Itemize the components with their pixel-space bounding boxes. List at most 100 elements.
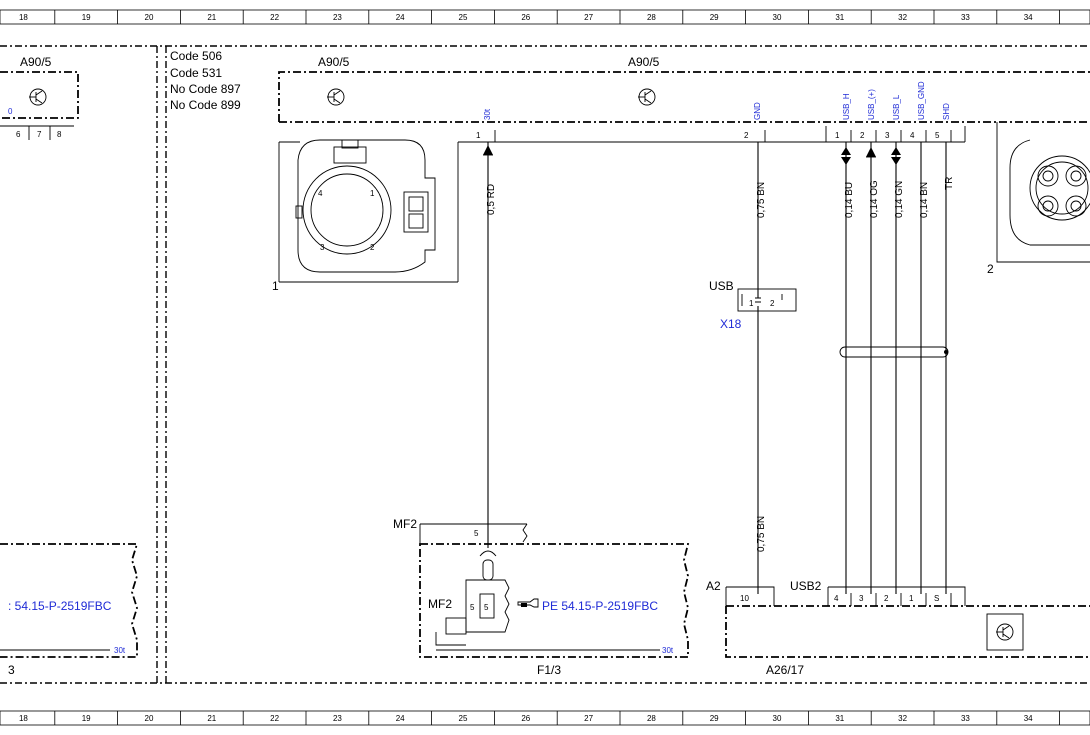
wire-30t[interactable]: 0,5 RD <box>483 142 497 530</box>
wire-usb-gnd[interactable]: 0,14 BN <box>919 142 930 594</box>
main-pin-number: 2 <box>860 131 865 140</box>
ruler-column-number: 30 <box>773 13 782 22</box>
connector-pin: 2 <box>370 243 375 252</box>
left-pin: 6 <box>16 130 21 139</box>
ruler-column-number: 21 <box>207 13 216 22</box>
x18-pin: 1 <box>749 299 754 308</box>
fuse-inner-label: MF2 <box>428 597 452 611</box>
wire-label: 0,5 RD <box>486 184 497 215</box>
wire-shield[interactable]: TR <box>944 142 955 594</box>
ruler-column-number: 29 <box>710 714 719 723</box>
ruler-column-number: 33 <box>961 13 970 22</box>
transistor-icon <box>29 88 47 106</box>
fuse-pin: 5 <box>474 529 479 538</box>
ruler-column-number: 24 <box>396 714 405 723</box>
left-bottom-label: 3 <box>8 663 15 677</box>
code-list: Code 506 Code 531 No Code 897 No Code 89… <box>170 49 241 112</box>
main-pin-number: 1 <box>835 131 840 140</box>
fuse-reference-link[interactable]: PE 54.15-P-2519FBC <box>542 599 658 613</box>
cable-bundle <box>839 346 949 358</box>
ruler-column-number: 24 <box>396 13 405 22</box>
a2-label: A2 <box>706 579 721 593</box>
connector-label: 2 <box>987 262 994 276</box>
ruler-column-number: 30 <box>773 714 782 723</box>
fuse-label: MF2 <box>393 517 417 531</box>
wire-usb-l[interactable]: 0,14 GN <box>891 142 905 594</box>
left-pin: 8 <box>57 130 62 139</box>
ruler-column-number: 25 <box>459 13 468 22</box>
wire-label: 0,14 GN <box>894 181 905 218</box>
a26-code: A26/17 <box>766 663 804 677</box>
left-bottom-module[interactable]: : 54.15-P-2519FBC 30t 3 <box>0 543 139 677</box>
usb2-pin: 4 <box>834 594 839 603</box>
ruler-column-number: 29 <box>710 13 719 22</box>
ruler-column-number: 23 <box>333 13 342 22</box>
code-line: Code 506 <box>170 49 222 63</box>
fuse-pin: 5 <box>470 603 475 612</box>
ruler-column-number: 19 <box>82 714 91 723</box>
wire-label: 0,14 BU <box>844 182 855 218</box>
left-reference-link[interactable]: : 54.15-P-2519FBC <box>8 599 112 613</box>
left-module[interactable]: A90/5 0 6 7 8 <box>0 55 79 140</box>
main-pin-number: 2 <box>744 131 749 140</box>
ruler-column-number: 31 <box>835 714 844 723</box>
x18-pin: 2 <box>770 299 775 308</box>
left-pin-fragment: 0 <box>8 107 13 116</box>
pin-name-gnd: GND <box>753 102 762 120</box>
fuse-number: 5 <box>484 603 489 612</box>
ruler-column-number: 33 <box>961 714 970 723</box>
usb2-label: USB2 <box>790 579 822 593</box>
ruler-column-number: 31 <box>835 13 844 22</box>
ruler-column-number: 18 <box>19 714 28 723</box>
main-module-label-center: A90/5 <box>628 55 660 69</box>
usb2-pin: 1 <box>909 594 914 603</box>
usb2-pin: 3 <box>859 594 864 603</box>
ruler-column-number: 20 <box>145 714 154 723</box>
ruler-column-number: 32 <box>898 714 907 723</box>
connector-drawing-2: 2 <box>987 122 1090 276</box>
wire-usb-h[interactable]: 0,14 BU <box>841 142 855 594</box>
ruler-column-number: 22 <box>270 13 279 22</box>
ruler-column-number: 34 <box>1024 714 1033 723</box>
usb2-pin: S <box>934 594 939 603</box>
connector-pin: 4 <box>318 189 323 198</box>
transistor-icon <box>638 88 656 106</box>
ruler-column-number: 18 <box>19 13 28 22</box>
a2-pin: 10 <box>740 594 749 603</box>
main-pin-number: 5 <box>935 131 940 140</box>
fuse-code: F1/3 <box>537 663 561 677</box>
ruler-column-number: 34 <box>1024 13 1033 22</box>
ruler-column-number: 32 <box>898 13 907 22</box>
x18-code: X18 <box>720 317 742 331</box>
code-line: No Code 899 <box>170 98 241 112</box>
main-pin-number: 4 <box>910 131 915 140</box>
connector-label: 1 <box>272 279 279 293</box>
code-line: No Code 897 <box>170 82 241 96</box>
code-line: Code 531 <box>170 66 222 80</box>
wire-label: 0,75 BN <box>756 516 767 552</box>
transistor-icon <box>327 88 345 106</box>
x18-connector[interactable]: USB 1 2 X18 <box>709 279 797 331</box>
hand-pointer-icon <box>517 598 539 608</box>
ruler-column-number: 26 <box>521 13 530 22</box>
ruler-column-number: 25 <box>459 714 468 723</box>
wire-label: 0,14 BN <box>919 182 930 218</box>
ruler-column-number: 28 <box>647 714 656 723</box>
main-pin-number: 1 <box>476 131 481 140</box>
ruler-column-number: 28 <box>647 13 656 22</box>
ruler-column-number: 22 <box>270 714 279 723</box>
wire-gnd[interactable]: 0,75 BN 0,75 BN <box>756 142 767 594</box>
a26-module[interactable]: A2 10 USB2 4 3 2 1 S A26/17 <box>706 579 1090 677</box>
x18-label: USB <box>709 279 734 293</box>
wire-usb-plus[interactable]: 0,14 OG <box>866 142 880 594</box>
ruler-column-number: 27 <box>584 714 593 723</box>
left-pin: 7 <box>37 130 42 139</box>
ruler-column-number: 21 <box>207 714 216 723</box>
fuse-module[interactable]: MF2 5 5 5 MF2 PE 54.15-P-2519FBC 30t F1/… <box>393 517 690 677</box>
fuse-bottom-pin: 30t <box>662 646 674 655</box>
main-module[interactable]: A90/5 A90/5 1 30t 2 GND <box>278 55 1090 283</box>
ruler-column-number: 23 <box>333 714 342 723</box>
